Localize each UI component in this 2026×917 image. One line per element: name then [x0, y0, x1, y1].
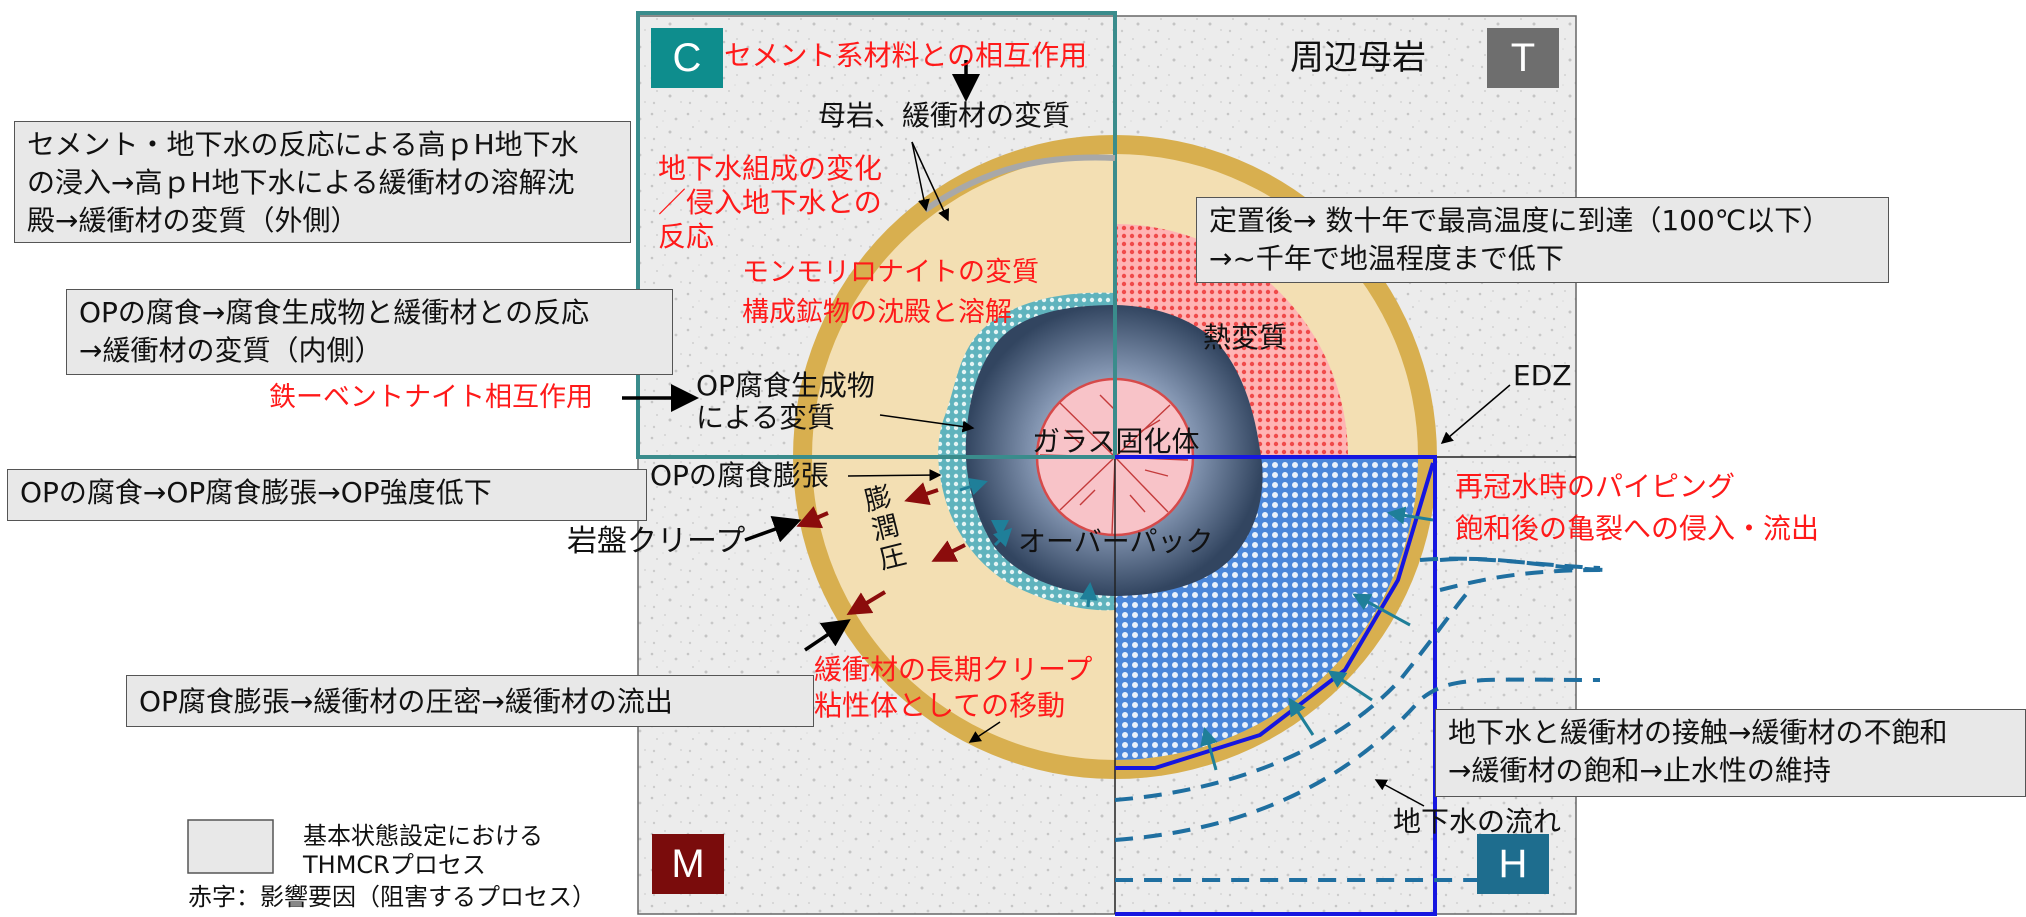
legend-line2: THMCRプロセス: [303, 851, 486, 879]
label-thermal-alteration: 熱変質: [1203, 321, 1288, 354]
label-fe-bentonite: 鉄ーベントナイト相互作用: [269, 382, 593, 413]
badge-h: H: [1477, 834, 1549, 894]
box-op-strength: OPの腐食→OP腐食膨張→OP強度低下: [7, 469, 647, 521]
legend-line1: 基本状態設定における: [303, 822, 543, 850]
label-cement-interaction: セメント系材料との相互作用: [724, 39, 1088, 72]
label-op-expansion: OPの腐食膨張: [650, 459, 829, 492]
label-glass: ガラス固化体: [1032, 425, 1200, 458]
label-rock-buffer-alteration: 母岩、緩衝材の変質: [818, 99, 1071, 132]
box-thermal-process: 定置後→ 数十年で最高温度に到達（100℃以下） →~千年で地温程度まで低下: [1196, 197, 1889, 283]
box-groundwater-process: 地下水と緩衝材の接触→緩衝材の不飽和 →緩衝材の飽和→止水性の維持: [1435, 709, 2026, 797]
label-edz: EDZ: [1513, 359, 1572, 392]
label-gw-composition: 地下水組成の変化 ／侵入地下水との 反応: [658, 152, 883, 253]
label-long-creep: 緩衝材の長期クリープ 粘性体としての移動: [814, 653, 1093, 722]
box-op-expansion: OP腐食膨張→緩衝材の圧密→緩衝材の流出: [126, 675, 814, 727]
label-rock-creep: 岩盤クリープ: [567, 524, 746, 559]
badge-t: T: [1487, 28, 1559, 88]
label-piping: 再冠水時のパイピング 飽和後の亀裂への侵入・流出: [1455, 470, 1820, 545]
h-quadrant-frame: [1115, 455, 1437, 916]
legend-swatch: [187, 819, 274, 874]
label-gw-flow: 地下水の流れ: [1393, 805, 1562, 838]
label-overpack: オーバーパック: [1018, 525, 1214, 558]
legend-note: 赤字：影響要因（阻害するプロセス）: [188, 883, 596, 911]
badge-c: C: [651, 28, 723, 88]
label-montmorillonite: モンモリロナイトの変質 構成鉱物の沈殿と溶解: [742, 257, 1039, 328]
box-cement-process: セメント・地下水の反応による高ｐH地下水 の浸入→高ｐH地下水による緩衝材の溶解…: [14, 121, 631, 243]
c-quadrant-frame: [636, 11, 1117, 459]
host-rock-title: 周辺母岩: [1290, 38, 1426, 78]
label-op-product: OP腐食生成物 による変質: [696, 369, 875, 434]
box-op-corrosion: OPの腐食→腐食生成物と緩衝材との反応 →緩衝材の変質（内側）: [66, 289, 673, 375]
badge-m: M: [652, 834, 724, 894]
